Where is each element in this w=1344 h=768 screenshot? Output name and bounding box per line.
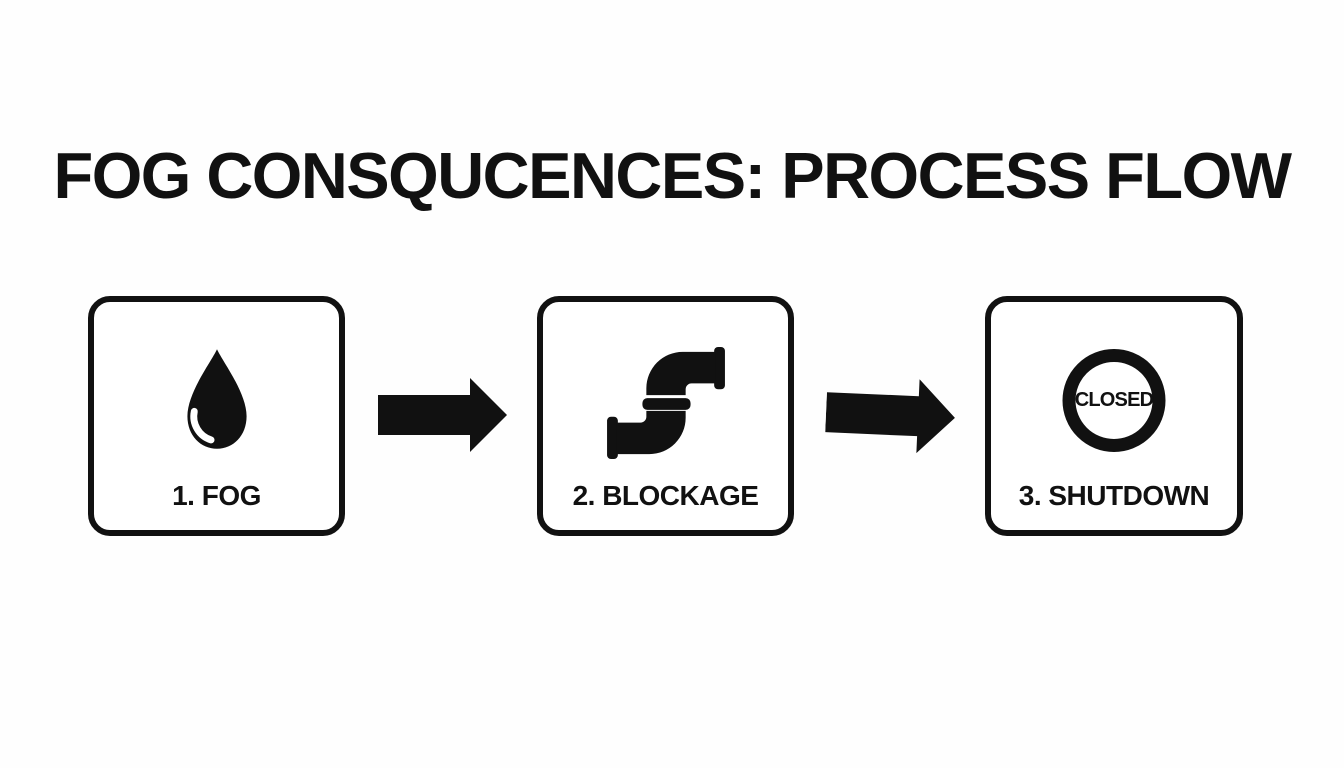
closed-ring: CLOSED [1062,349,1166,452]
arrow-right-icon [824,375,956,455]
step-box-shutdown: CLOSED 3. SHUTDOWN [985,296,1243,536]
page-title: FOG CONSQUCENCES: PROCESS FLOW [53,139,1292,212]
step-box-blockage: 2. BLOCKAGE [537,296,794,536]
droplet-icon [181,346,252,458]
step-label-shutdown: 3. SHUTDOWN [1018,480,1210,511]
closed-sign-icon: CLOSED [1062,349,1166,452]
pipe-icon [605,347,727,464]
closed-sign-text: CLOSED [1074,389,1154,411]
step-box-fog: 1. FOG [88,296,345,536]
arrow-right-icon [378,378,507,452]
step-label-blockage: 2. BLOCKAGE [572,480,759,511]
step-label-fog: 1. FOG [172,480,261,511]
